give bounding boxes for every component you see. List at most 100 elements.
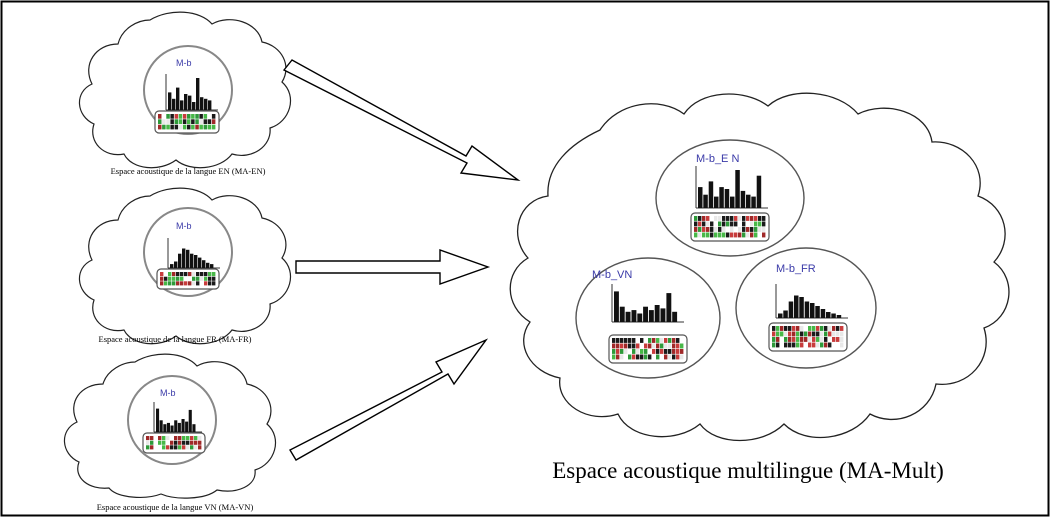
mult-state-grid-en-cell — [710, 227, 714, 232]
mult-state-grid-en-cell — [702, 227, 706, 232]
state-grid-fr-cell — [196, 272, 200, 277]
mult-state-grid-en-cell — [718, 221, 722, 227]
state-grid-fr-cell — [188, 276, 192, 281]
mult-state-grid-en-cell — [730, 221, 734, 227]
state-grid-fr-cell — [212, 276, 216, 281]
mult-state-grid-fr-cell — [772, 326, 776, 331]
mult-histogram-fr-bar — [778, 313, 783, 318]
histogram-vn-bar — [170, 425, 174, 432]
state-grid-fr-cell — [180, 281, 184, 286]
state-grid-fr-cell — [192, 272, 196, 277]
histogram-en-bar — [184, 94, 188, 110]
mult-state-grid-en-cell — [698, 221, 702, 227]
mult-histogram-vn-bar — [625, 311, 631, 322]
mult-state-grid-fr-cell — [808, 337, 812, 342]
state-grid-fr-cell — [200, 281, 204, 286]
mult-histogram-en-bar — [746, 194, 751, 208]
state-grid-en-cell — [166, 114, 170, 119]
mult-histogram-fr-bar — [783, 310, 788, 318]
state-grid-vn-cell — [146, 436, 150, 441]
state-grid-fr-cell — [196, 281, 200, 286]
state-grid-en-cell — [187, 114, 191, 119]
mult-state-grid-en-cell — [734, 216, 738, 221]
mult-state-grid-fr-cell — [812, 337, 816, 342]
state-grid-en-cell — [207, 124, 212, 130]
state-grid-vn-cell — [182, 440, 186, 445]
state-grid-en-cell — [199, 114, 203, 119]
histogram-vn-bar — [174, 420, 178, 432]
state-grid-en-cell — [182, 114, 187, 119]
mult-state-grid-en-cell — [738, 221, 742, 227]
mult-state-grid-fr-cell — [824, 331, 828, 337]
state-grid-fr-cell — [168, 272, 172, 277]
mult-state-grid-vn-cell — [640, 338, 644, 343]
mult-state-grid-vn-cell — [656, 343, 660, 349]
mult-state-grid-fr-cell — [808, 342, 812, 348]
state-grid-vn-cell — [186, 440, 190, 445]
mult-state-grid-en-cell — [694, 227, 698, 232]
mult-state-grid-vn-cell — [648, 354, 652, 360]
state-grid-fr-cell — [184, 276, 188, 281]
state-grid-en-cell — [207, 119, 212, 124]
state-grid-vn-cell — [166, 440, 170, 445]
state-grid-vn-cell — [158, 436, 162, 441]
mult-state-grid-vn-cell — [616, 349, 620, 354]
mult-state-grid-fr-cell — [812, 331, 816, 337]
mult-state-grid-fr-cell — [788, 331, 792, 337]
mult-state-grid-fr-cell — [840, 337, 844, 342]
state-grid-fr-cell — [208, 276, 212, 281]
state-grid-en-cell — [178, 124, 183, 130]
arrow-en-to-mult — [282, 59, 521, 182]
module-label-fr: M-b — [176, 221, 192, 231]
state-grid-fr-cell — [160, 281, 164, 286]
mult-histogram-en-bar — [708, 181, 714, 208]
state-grid-fr-cell — [212, 281, 216, 286]
state-grid-en-cell — [207, 114, 212, 119]
state-grid-vn-cell — [146, 445, 150, 450]
mult-state-grid-vn-cell — [672, 354, 676, 360]
mult-state-grid-fr-cell — [824, 337, 828, 342]
state-grid-fr-cell — [192, 281, 196, 286]
module-label-vn: M-b — [160, 388, 176, 398]
mult-state-grid-fr-cell — [784, 342, 788, 348]
mult-state-grid-fr-cell — [780, 326, 784, 331]
histogram-fr — [167, 238, 220, 269]
mult-state-grid-vn-cell — [672, 338, 676, 343]
mult-state-grid-vn-cell — [644, 343, 648, 349]
state-grid-fr — [156, 268, 220, 290]
state-grid-en-cell — [170, 119, 174, 124]
mult-histogram-en-bar — [740, 190, 746, 208]
mult-histogram-en-bar — [756, 175, 762, 208]
mult-state-grid-fr-cell — [820, 331, 824, 337]
mult-state-grid-fr-cell — [784, 337, 788, 342]
mult-state-grid-vn-cell — [664, 338, 668, 343]
mult-state-grid-vn-cell — [644, 349, 648, 354]
state-grid-en-cell — [182, 124, 187, 130]
state-grid-en-cell — [162, 124, 166, 130]
state-grid-en-cell — [195, 119, 199, 124]
mult-state-grid-fr-cell — [808, 326, 812, 331]
mult-state-grid-vn-cell — [648, 338, 652, 343]
source-space-en: M-b Espace acoustique de la langue EN (M… — [78, 11, 292, 176]
mult-state-grid-vn-cell — [668, 349, 672, 354]
mult-histogram-fr-bar — [799, 297, 804, 318]
mult-state-grid-en-cell — [742, 221, 746, 227]
state-grid-en-cell — [178, 114, 183, 119]
multilingual-caption: Espace acoustique multilingue (MA-Mult) — [552, 458, 944, 483]
state-grid-vn-cell — [186, 436, 190, 441]
mult-state-grid-vn-cell — [652, 354, 656, 360]
mult-state-grid-vn-cell — [676, 343, 680, 349]
mult-state-grid-en-cell — [750, 221, 754, 227]
mult-histogram-fr-bar — [804, 301, 810, 318]
mult-histogram-fr-bar — [794, 295, 799, 318]
state-grid-vn — [142, 432, 206, 454]
mult-state-grid-en-cell — [722, 221, 726, 227]
histogram-fr-bar — [198, 257, 202, 268]
mult-state-grid-en-cell — [706, 216, 710, 221]
histogram-en-bar — [200, 97, 204, 110]
state-grid-fr-cell — [172, 272, 176, 277]
state-grid-vn-cell — [162, 436, 166, 441]
state-grid-fr-cell — [172, 281, 176, 286]
state-grid-vn-cell — [186, 445, 190, 450]
mult-state-grid-vn-cell — [632, 338, 636, 343]
